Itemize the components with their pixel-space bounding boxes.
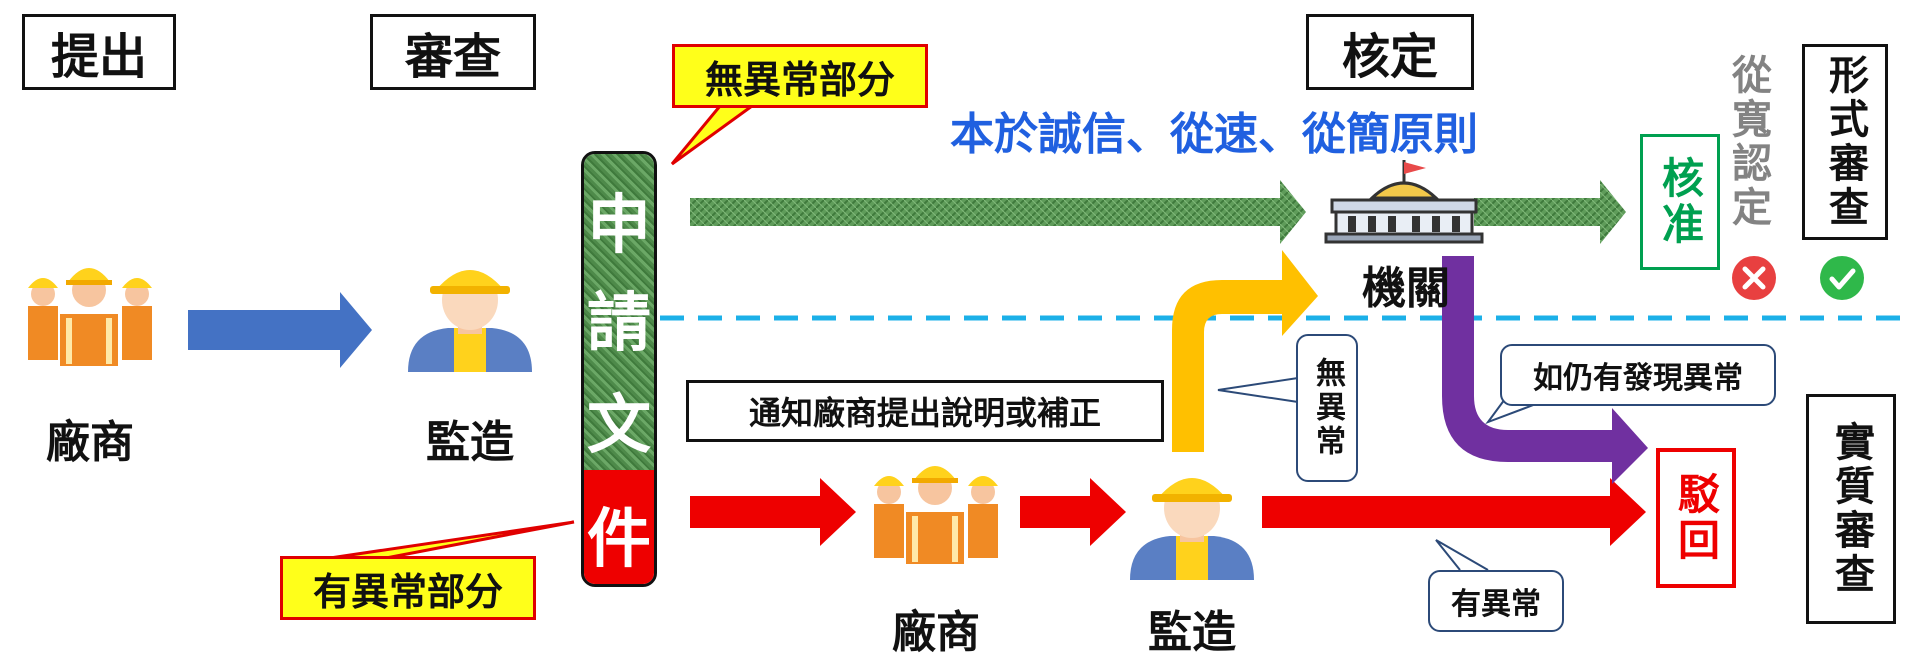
vendor-label-mid: 廠商 xyxy=(892,607,980,658)
reject-x-icon xyxy=(1732,256,1776,300)
arrow-supervisor-to-reject xyxy=(1262,478,1646,546)
arrow-doc-to-agency xyxy=(690,180,1306,244)
arrow-agency-to-reject xyxy=(1442,256,1648,484)
outcome-rejected: 駁回 xyxy=(1656,448,1736,588)
supervisor-label-mid: 監造 xyxy=(1148,607,1236,658)
document-ok-section xyxy=(584,154,654,470)
document-char-1: 申 xyxy=(587,189,651,263)
arrow-vendor-to-supervisor xyxy=(188,292,372,368)
bubble-tail-has-abnormal xyxy=(1435,539,1489,571)
lenient-determination-label: 從寬認定 xyxy=(1725,54,1771,230)
arrow-vendor-to-supervisor-mid xyxy=(1020,478,1126,546)
stage-submit: 提出 xyxy=(22,14,176,90)
callout-tail-has-abnormal xyxy=(329,520,575,560)
callout-has-abnormal-part: 有異常部分 xyxy=(280,556,536,620)
arrow-doc-to-vendor xyxy=(690,478,856,546)
substantive-review-box: 實質審查 xyxy=(1806,394,1896,624)
document-char-4: 件 xyxy=(587,503,651,577)
principle-text: 本於誠信、從速、從簡原則 xyxy=(950,109,1478,160)
callout-tail-no-abnormal xyxy=(670,104,753,166)
vendor-label-left: 廠商 xyxy=(46,417,134,468)
approve-check-icon xyxy=(1820,256,1864,300)
document-abnormal-section xyxy=(584,470,654,584)
bubble-has-abnormal: 有異常 xyxy=(1428,570,1564,632)
notify-vendor-box: 通知廠商提出說明或補正 xyxy=(686,380,1164,442)
supervisor-label-left: 監造 xyxy=(426,417,514,468)
stage-review: 審查 xyxy=(370,14,536,90)
vendor-group-icon-left xyxy=(28,268,152,366)
outcome-approved: 核准 xyxy=(1640,134,1720,270)
agency-building-icon xyxy=(1324,160,1484,244)
supervisor-icon-mid xyxy=(1130,478,1254,580)
bubble-still-abnormal: 如仍有發現異常 xyxy=(1500,344,1776,406)
supervisor-icon-left xyxy=(408,270,532,372)
document-char-3: 文 xyxy=(587,389,651,463)
agency-label: 機關 xyxy=(1362,263,1450,314)
bubble-no-abnormal: 無異常 xyxy=(1296,334,1358,482)
formal-review-box: 形式審查 xyxy=(1802,44,1888,240)
arrow-supervisor-to-agency xyxy=(1172,250,1318,452)
vendor-group-icon-mid xyxy=(874,466,998,564)
bubble-tail-no-abnormal xyxy=(1217,377,1299,403)
document-char-2: 請 xyxy=(587,287,651,361)
stage-approve: 核定 xyxy=(1306,14,1474,90)
callout-no-abnormal-part: 無異常部分 xyxy=(672,44,928,108)
arrow-agency-to-approved xyxy=(1474,180,1626,244)
application-document: 申 請 文 件 xyxy=(581,151,657,587)
